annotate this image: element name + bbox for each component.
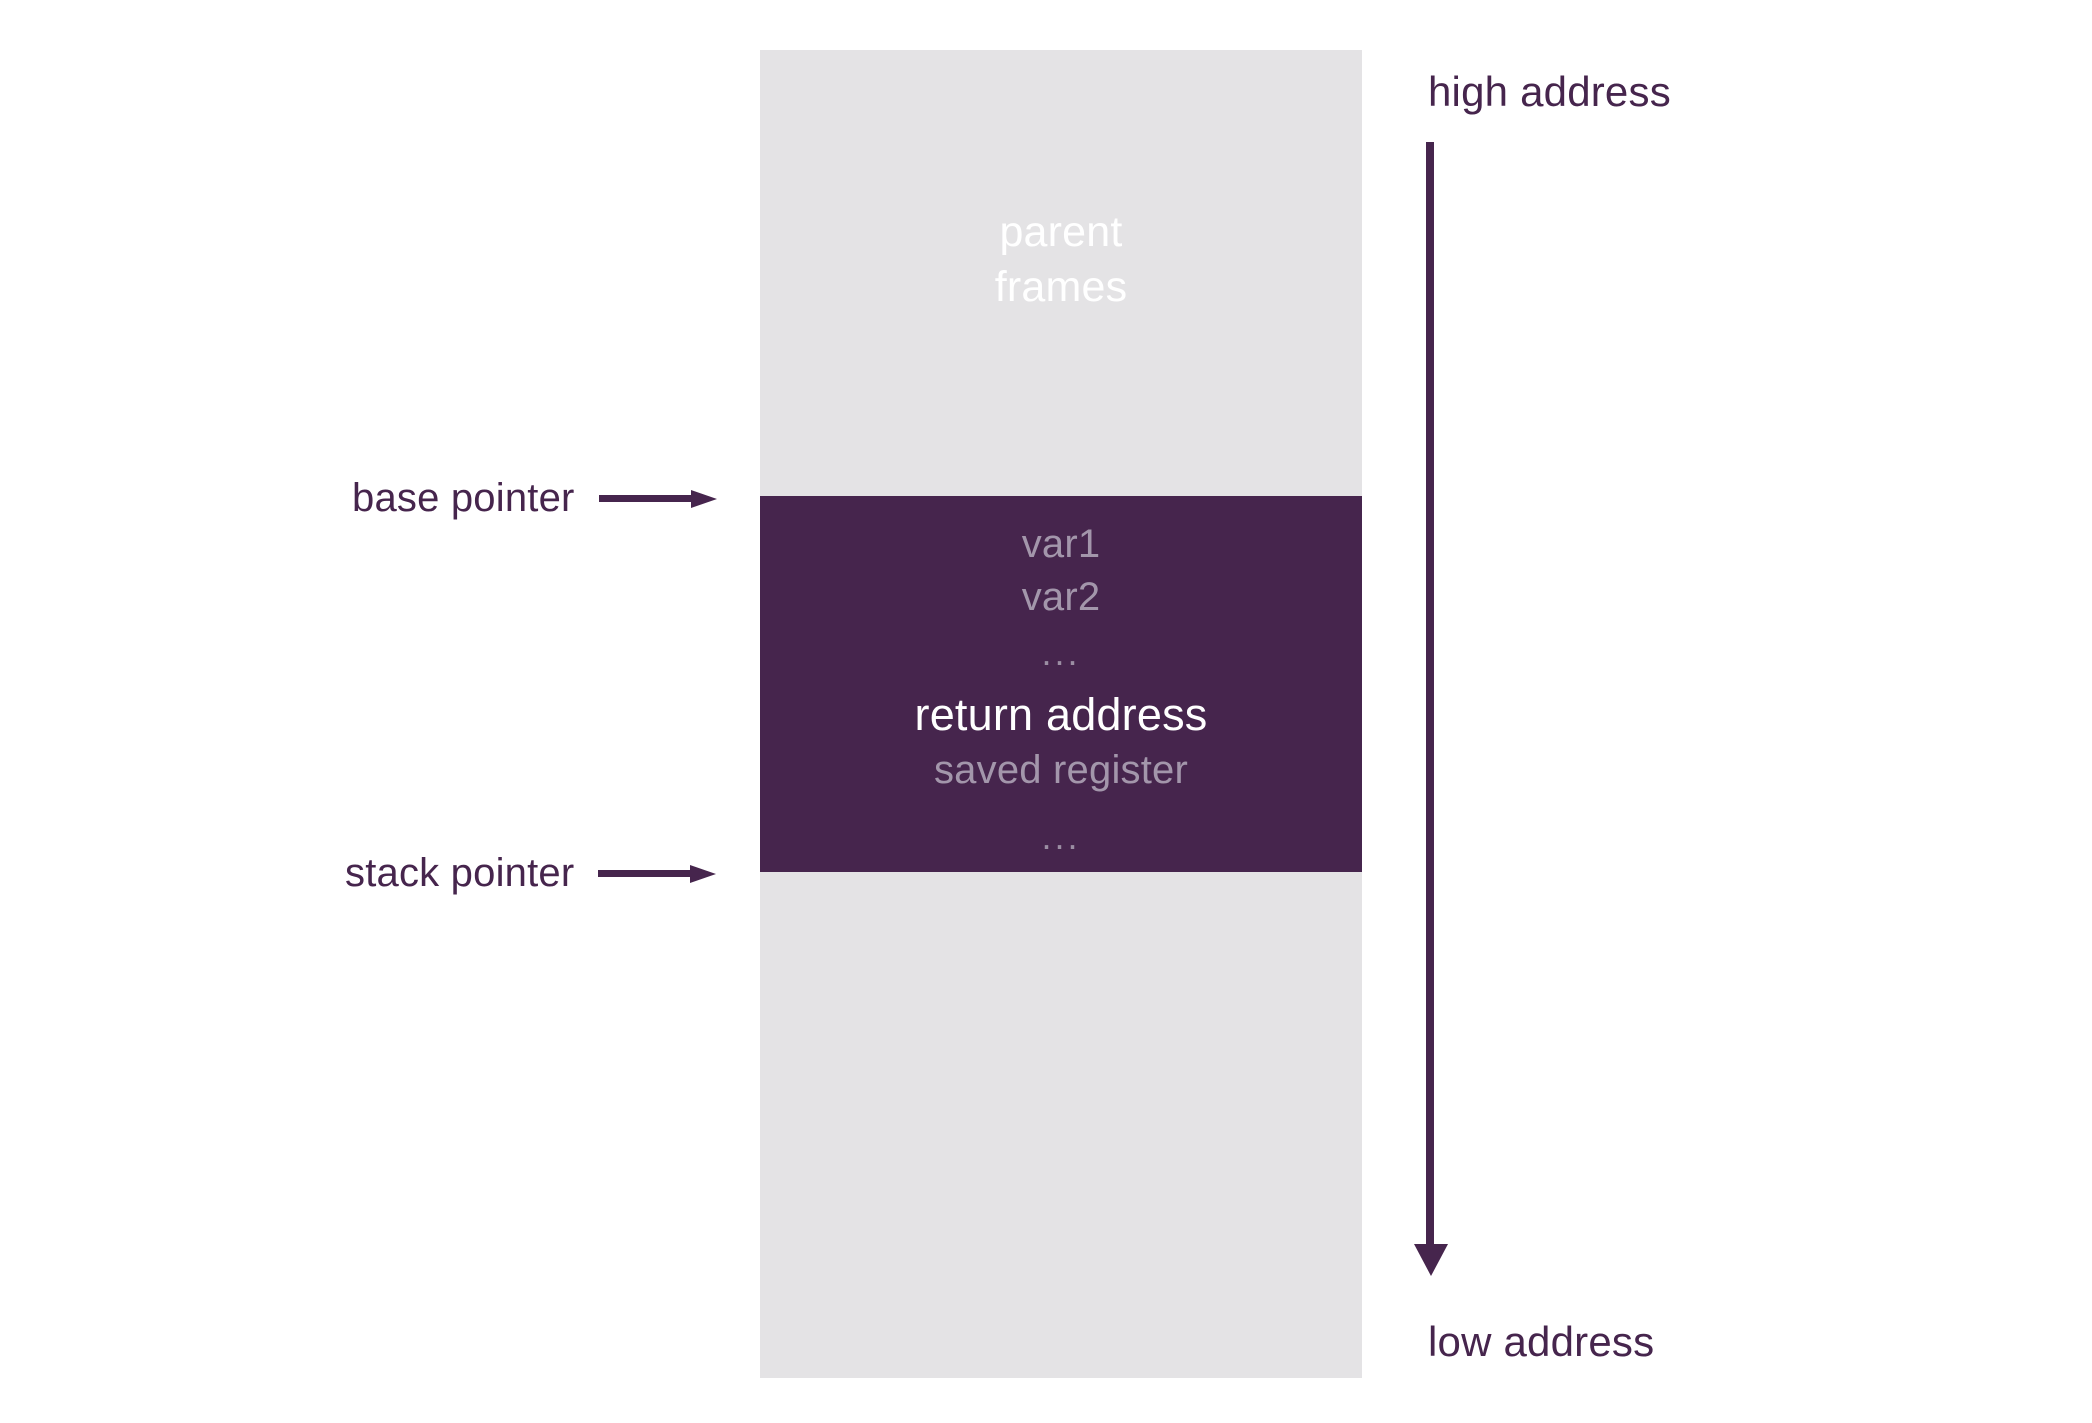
base-pointer-callout: base pointer bbox=[352, 470, 717, 526]
parent-frames-line-1: parent bbox=[999, 208, 1123, 256]
stack-pointer-callout: stack pointer bbox=[345, 845, 717, 901]
frame-row-var2: var2 bbox=[1021, 575, 1101, 619]
arrow-head bbox=[690, 865, 717, 883]
arrow-shaft bbox=[598, 495, 693, 502]
frame-row-ellipsis-lower: ... bbox=[1041, 816, 1081, 857]
stack-pointer-arrow-icon bbox=[598, 865, 717, 883]
arrow-shaft bbox=[1426, 142, 1434, 1250]
arrow-head-down bbox=[1414, 1244, 1448, 1276]
arrow-head bbox=[690, 490, 717, 508]
current-stack-frame-block: var1 var2 ... return address saved regis… bbox=[760, 496, 1362, 872]
address-direction-arrow-icon bbox=[1414, 142, 1448, 1276]
parent-frames-label: parent frames bbox=[760, 205, 1362, 315]
arrow-shaft bbox=[598, 870, 693, 877]
frame-row-saved-register: saved register bbox=[933, 748, 1189, 792]
current-frame-rows: var1 var2 ... return address saved regis… bbox=[760, 496, 1362, 872]
stack-pointer-label: stack pointer bbox=[345, 851, 575, 895]
high-address-label: high address bbox=[1428, 68, 1671, 115]
base-pointer-arrow-icon bbox=[598, 490, 717, 508]
parent-frames-line-2: frames bbox=[994, 263, 1128, 311]
frame-row-var1: var1 bbox=[1021, 522, 1101, 566]
low-address-label: low address bbox=[1428, 1318, 1655, 1365]
frame-row-return-address: return address bbox=[914, 689, 1208, 740]
frame-row-ellipsis-upper: ... bbox=[1041, 632, 1081, 673]
base-pointer-label: base pointer bbox=[352, 476, 575, 520]
